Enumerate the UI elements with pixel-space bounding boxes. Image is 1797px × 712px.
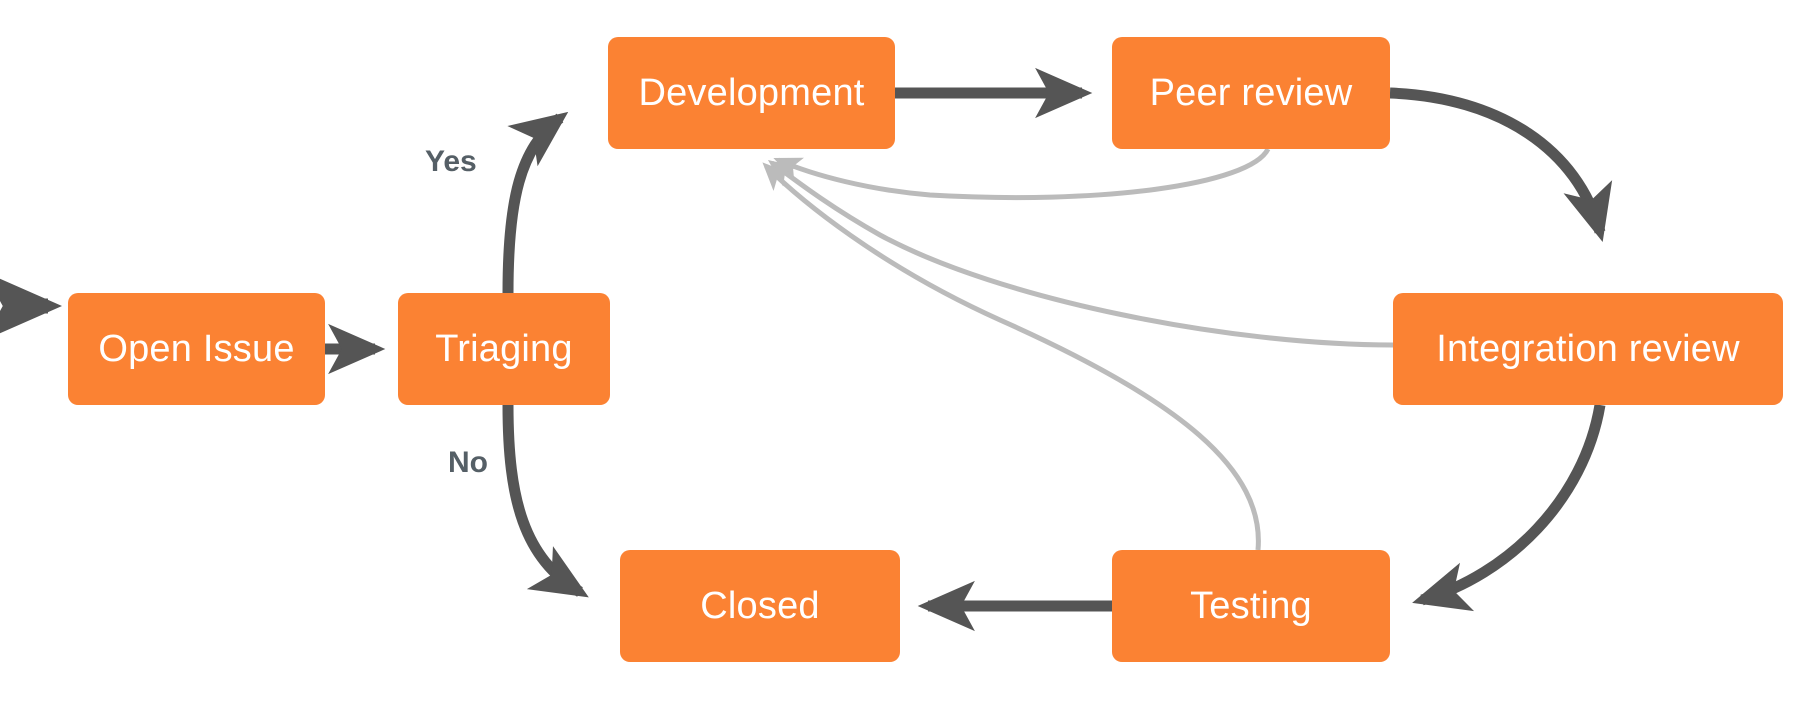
edge-integration-review-to-testing [1412, 404, 1606, 612]
node-label-integration-review: Integration review [1436, 328, 1740, 370]
edge-integration-review-to-development [767, 160, 1394, 348]
edge-peer-review-to-development [773, 147, 1271, 201]
node-peer-review[interactable]: Peer review [1112, 37, 1390, 149]
edge-triaging-to-development [502, 111, 569, 294]
node-open-issue[interactable]: Open Issue [68, 293, 325, 405]
node-label-testing: Testing [1190, 585, 1312, 627]
edge-label-no: No [448, 446, 488, 479]
node-integration-review[interactable]: Integration review [1393, 293, 1783, 405]
node-triaging[interactable]: Triaging [398, 293, 610, 405]
node-label-peer-review: Peer review [1149, 72, 1353, 114]
edge-label-yes: Yes [425, 145, 477, 178]
edge-peer-review-to-integration-review [1389, 87, 1613, 242]
node-testing[interactable]: Testing [1112, 550, 1390, 662]
node-development[interactable]: Development [608, 37, 895, 149]
node-label-development: Development [638, 72, 865, 114]
edge-triaging-to-closed [502, 404, 589, 598]
node-label-closed: Closed [700, 585, 820, 627]
node-label-triaging: Triaging [435, 328, 573, 370]
edge-testing-to-development [762, 162, 1261, 551]
node-closed[interactable]: Closed [620, 550, 900, 662]
node-label-open-issue: Open Issue [98, 328, 295, 370]
